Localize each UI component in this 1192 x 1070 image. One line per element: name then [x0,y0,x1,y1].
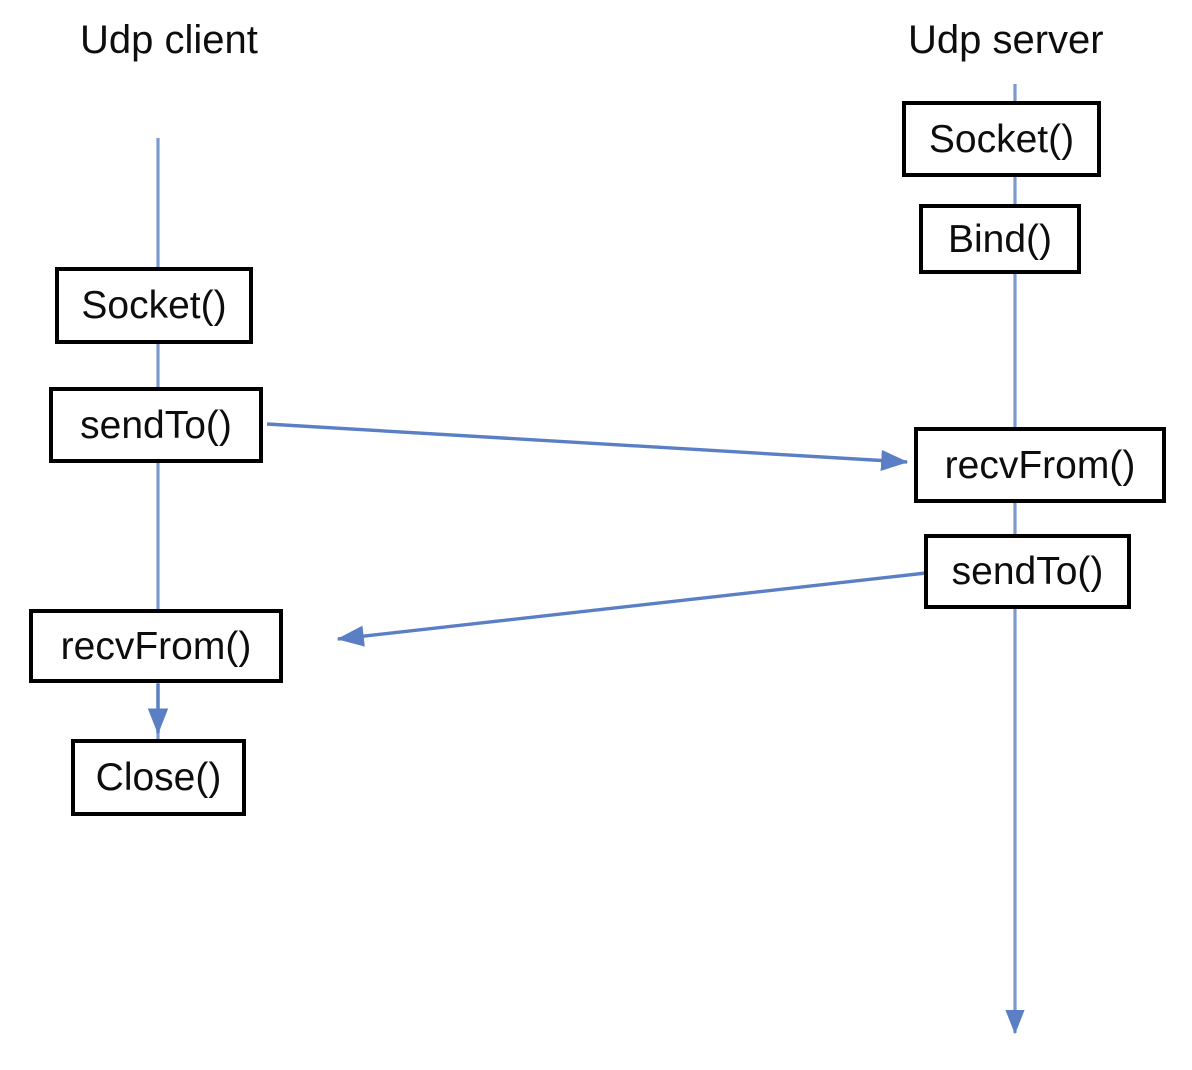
client-step-sendto[interactable]: sendTo() [49,387,263,463]
client-step-socket[interactable]: Socket() [55,267,253,344]
message-arrow-server-sendto-to-client-recvfrom [336,571,927,647]
client-step-sendto-label: sendTo() [80,403,232,447]
server-step-bind[interactable]: Bind() [919,204,1081,274]
client-step-recvfrom-label: recvFrom() [60,624,252,668]
client-step-close-label: Close() [95,756,222,799]
client-step-close[interactable]: Close() [71,739,246,816]
server-step-sendto-label: sendTo() [951,550,1104,593]
server-step-bind-label: Bind() [947,217,1053,261]
server-step-recvfrom-label: recvFrom() [944,443,1136,487]
message-arrow-client-sendto-to-server-recvfrom [266,422,909,471]
lane-title-server: Udp server [908,18,1104,62]
server-step-socket[interactable]: Socket() [902,101,1101,177]
server-step-recvfrom[interactable]: recvFrom() [914,427,1166,503]
server-step-socket-label: Socket() [928,117,1075,161]
server-step-sendto[interactable]: sendTo() [924,534,1131,609]
client-step-socket-label: Socket() [81,284,227,327]
lane-title-client: Udp client [80,18,258,62]
client-step-recvfrom[interactable]: recvFrom() [29,609,283,683]
